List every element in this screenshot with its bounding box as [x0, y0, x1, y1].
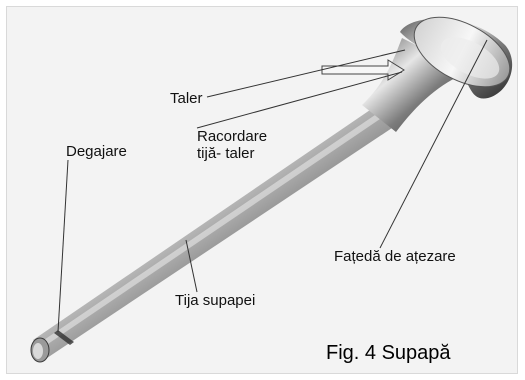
label-fateda: Fațedă de ațezare	[334, 248, 456, 265]
label-racordare-line1: Racordare	[197, 128, 267, 145]
label-degajare: Degajare	[66, 143, 127, 160]
label-racordare-line2: tijă- taler	[197, 145, 267, 162]
stem-end-face	[33, 343, 43, 359]
label-tija: Tija supapei	[175, 292, 255, 309]
label-taler: Taler	[170, 90, 203, 107]
leader-degajare	[58, 160, 68, 332]
figure-caption: Fig. 4 Supapă	[326, 342, 451, 364]
label-racordare: Racordare tijă- taler	[197, 128, 267, 162]
arrow-outline	[322, 60, 404, 80]
